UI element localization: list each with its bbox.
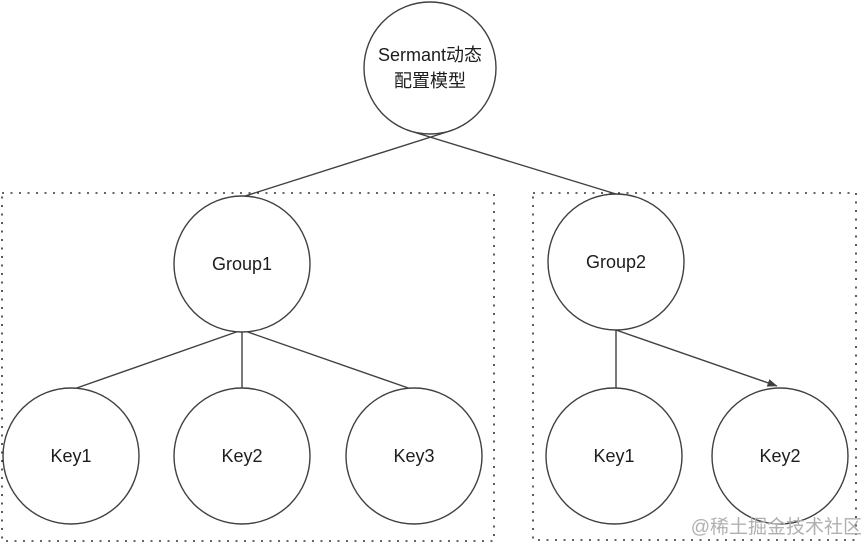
edge-group1-to-key3: [241, 329, 415, 391]
root-node-circle: [363, 1, 497, 135]
root-node-label-line1: Sermant动态: [377, 45, 483, 65]
group1-node-circle: [173, 195, 311, 333]
edge-root-to-group1: [241, 129, 454, 198]
edge-group2-to-key2-arrow: [615, 329, 778, 387]
group1-key3-node-circle: [345, 387, 483, 525]
watermark: @稀土掘金技术社区: [690, 517, 862, 538]
root-node-label-line2: 配置模型: [394, 71, 466, 91]
group1-key3-node-label: Key3: [393, 446, 435, 466]
group1-boundary-box: [1, 192, 495, 542]
group2-key1-node-circle: [545, 387, 683, 525]
group2-boundary-box: [532, 192, 857, 541]
group1-key2-node-label: Key2: [221, 446, 263, 466]
edge-root-to-group2: [406, 129, 617, 195]
group2-node-label: Group2: [585, 252, 647, 272]
group2-key2-node-circle: [711, 387, 849, 525]
group2-key1-node-label: Key1: [593, 446, 635, 466]
group1-key1-node-label: Key1: [50, 446, 92, 466]
edge-group1-to-key1: [70, 329, 243, 391]
root-node-label: Sermant动态 配置模型: [378, 42, 482, 94]
group2-key2-node-label: Key2: [759, 446, 801, 466]
group1-key2-node-circle: [173, 387, 311, 525]
group1-key1-node-circle: [2, 387, 140, 525]
group1-node-label: Group1: [211, 254, 273, 274]
